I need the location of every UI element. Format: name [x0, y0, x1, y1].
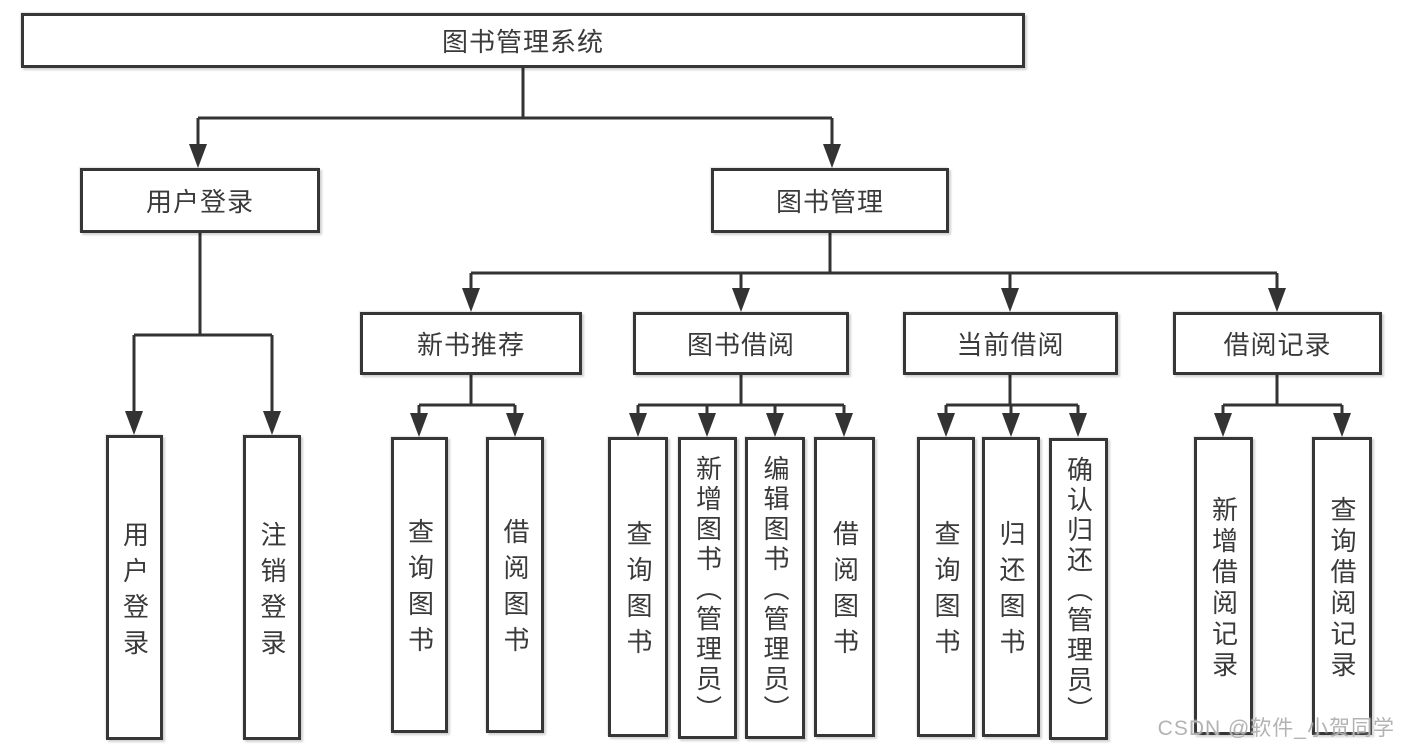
leaf-label: 借阅图书	[500, 518, 530, 662]
leaf-query-borrow-record: 查询借阅记录	[1312, 437, 1372, 735]
leaf-logout: 注销登录	[243, 435, 301, 740]
leaf-label: 查询图书	[931, 520, 961, 664]
leaf-add-book-admin: 新增图书（管理员）	[678, 437, 737, 739]
leaf-label: 注销登录	[257, 520, 287, 665]
leaf-label: 编辑图书（管理员）	[760, 455, 790, 725]
node-book-management: 图书管理	[711, 168, 949, 233]
leaf-borrowing-borrow-books: 借阅图书	[814, 437, 875, 737]
node-new-book-recommend: 新书推荐	[360, 312, 582, 375]
leaf-borrowing-query-books: 查询图书	[608, 437, 668, 737]
leaf-return-books: 归还图书	[982, 437, 1040, 737]
node-user-login: 用户登录	[80, 168, 320, 233]
leaf-label: 新增图书（管理员）	[692, 455, 723, 725]
leaf-user-login: 用户登录	[106, 435, 163, 740]
leaf-label: 用户登录	[119, 520, 150, 665]
csdn-watermark: CSDN @软件_小贺同学	[1157, 717, 1395, 740]
leaf-current-query-books: 查询图书	[917, 437, 975, 737]
leaf-label: 查询图书	[404, 518, 435, 662]
leaf-label: 查询图书	[623, 520, 653, 664]
leaf-label: 新增借阅记录	[1208, 495, 1239, 682]
node-book-borrowing: 图书借阅	[633, 312, 849, 375]
leaf-confirm-return-admin: 确认归还（管理员）	[1049, 438, 1108, 740]
leaf-label: 借阅图书	[829, 520, 860, 664]
arrowheads	[125, 144, 1351, 437]
leaf-label: 归还图书	[996, 520, 1026, 664]
node-current-borrowing: 当前借阅	[903, 312, 1118, 375]
leaf-newbooks-query-books: 查询图书	[391, 437, 448, 733]
leaf-newbooks-borrow-books: 借阅图书	[486, 437, 544, 733]
leaf-edit-book-admin: 编辑图书（管理员）	[745, 437, 805, 739]
leaf-label: 确认归还（管理员）	[1063, 456, 1094, 726]
leaf-add-borrow-record: 新增借阅记录	[1194, 437, 1253, 735]
node-root: 图书管理系统	[21, 13, 1025, 68]
node-borrowing-records: 借阅记录	[1173, 312, 1382, 375]
leaf-label: 查询借阅记录	[1327, 495, 1357, 682]
